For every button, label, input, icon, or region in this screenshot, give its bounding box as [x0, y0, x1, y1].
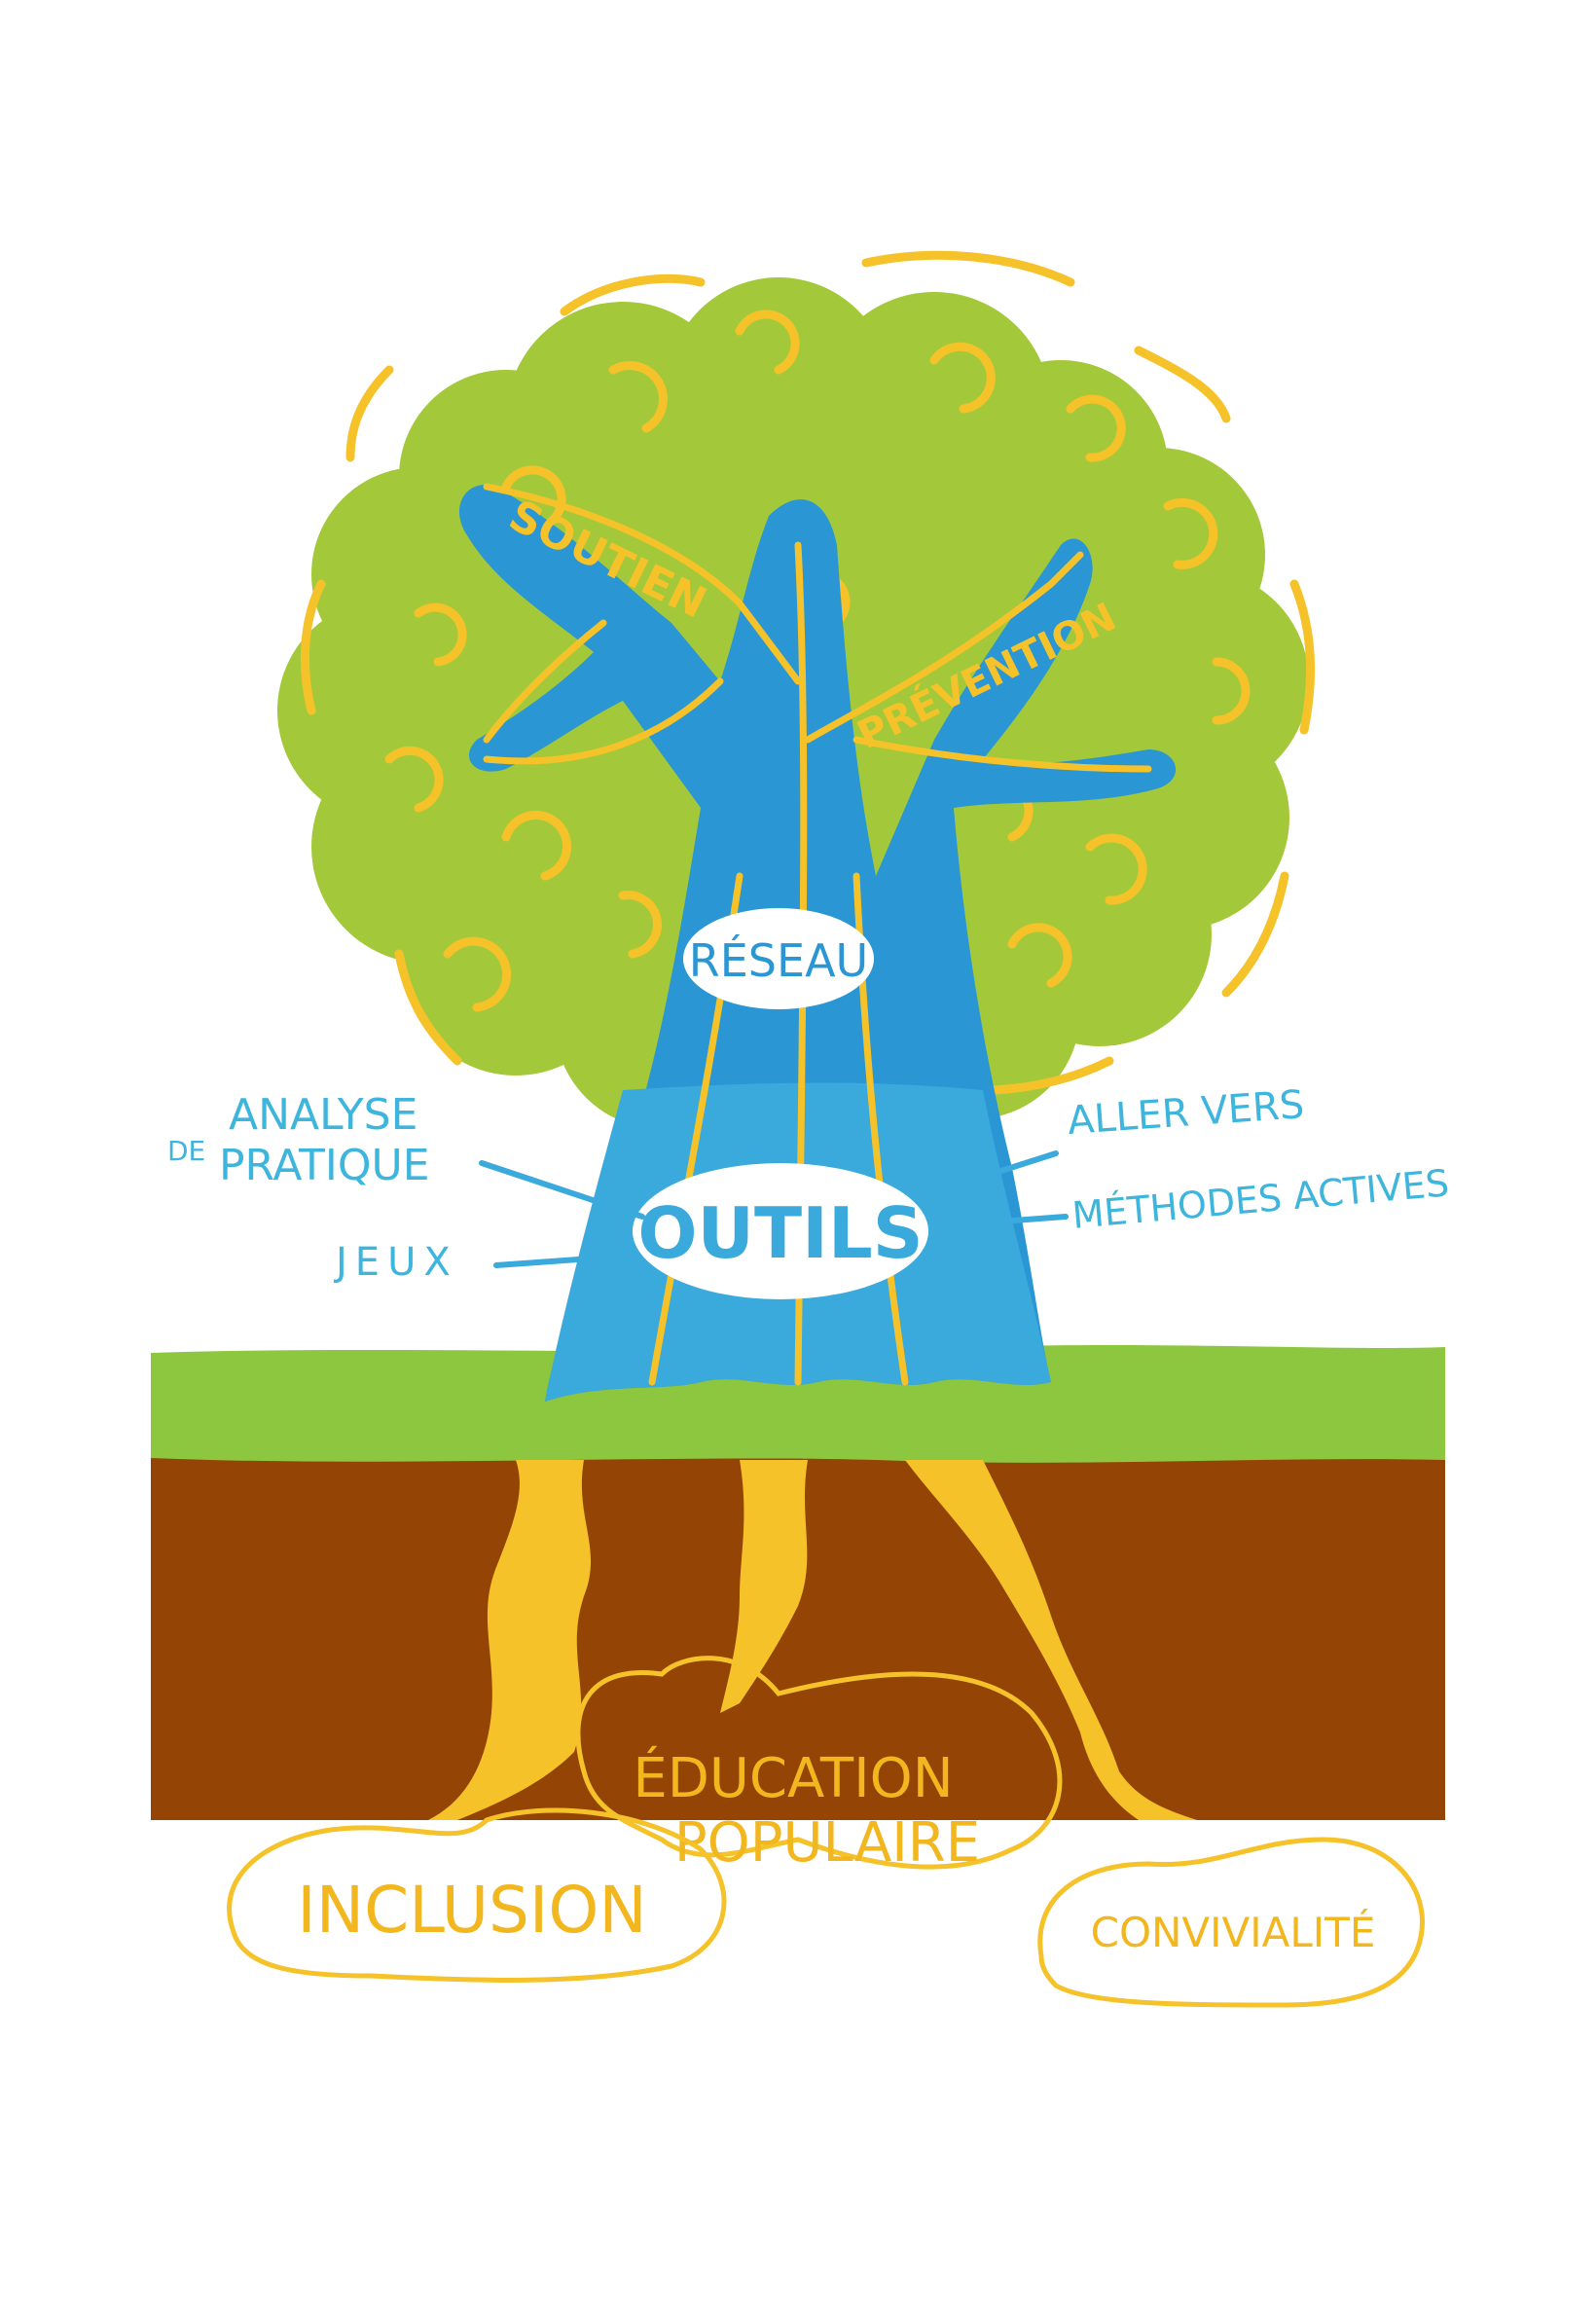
tool-label-analyse: ANALYSE: [229, 1090, 417, 1140]
root-label-inclusion: INCLUSION: [297, 1873, 646, 1948]
root-bubble-convivialite: CONVIVIALITÉ: [1037, 1837, 1425, 2008]
tool-label-de: DE: [167, 1135, 205, 1167]
tool-label-aller-vers: ALLER VERS: [1066, 1082, 1305, 1144]
roots: [428, 1460, 1197, 1820]
root-bubble-education: ÉDUCATION POPULAIRE: [575, 1656, 1063, 1875]
reseau-bubble: RÉSEAU: [683, 908, 874, 1009]
root-bubble-inclusion: INCLUSION: [227, 1807, 727, 1983]
foliage-swirls: [384, 310, 1251, 1012]
foliage-outline-strokes: [300, 250, 1316, 1095]
root-label-education: ÉDUCATION: [633, 1747, 953, 1810]
tool-label-jeux: JEUX: [333, 1240, 458, 1285]
outils-connectors: [479, 1150, 1069, 1268]
outils-label: OUTILS: [637, 1192, 923, 1274]
grass-band: [151, 1345, 1445, 1463]
reseau-label: RÉSEAU: [689, 934, 868, 987]
root-label-convivialite: CONVIVIALITÉ: [1091, 1908, 1376, 1956]
tool-label-pratique: PRATIQUE: [219, 1141, 430, 1190]
tool-label-methodes-actives: MÉTHODES ACTIVES: [1070, 1161, 1451, 1237]
root-label-populaire: POPULAIRE: [674, 1811, 980, 1875]
outils-bubble: OUTILS: [633, 1163, 928, 1299]
